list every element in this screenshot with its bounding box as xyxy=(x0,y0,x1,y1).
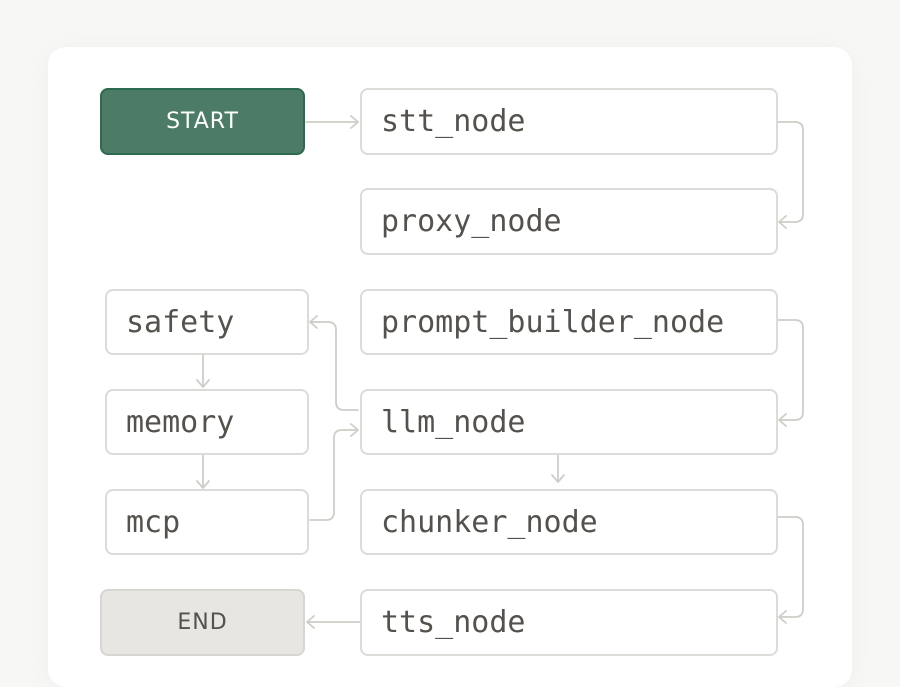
edge-chunker-tts xyxy=(777,516,804,624)
prompt-builder-node: prompt_builder_node xyxy=(360,289,778,355)
proxy-node: proxy_node xyxy=(360,188,778,255)
safety-node: safety xyxy=(105,289,309,355)
edge-llm-chunker xyxy=(551,451,565,483)
memory-node: memory xyxy=(105,389,309,455)
edge-stt-proxy xyxy=(777,121,804,229)
chunker-node: chunker_node xyxy=(360,489,778,555)
stt-node: stt_node xyxy=(360,88,778,155)
edge-prompt-llm xyxy=(777,319,804,427)
tts-node: tts_node xyxy=(360,589,778,656)
edge-llm-safety xyxy=(309,315,359,411)
edge-memory-mcp xyxy=(196,454,210,489)
edge-tts-end xyxy=(306,615,361,629)
edge-mcp-llm xyxy=(309,423,359,521)
llm-node: llm_node xyxy=(360,389,778,455)
end-node: END xyxy=(100,589,305,656)
mcp-node: mcp xyxy=(105,489,309,555)
edge-start-stt xyxy=(305,115,359,129)
edge-safety-memory xyxy=(196,354,210,388)
start-node: START xyxy=(100,88,305,155)
edges-layer xyxy=(196,115,804,629)
